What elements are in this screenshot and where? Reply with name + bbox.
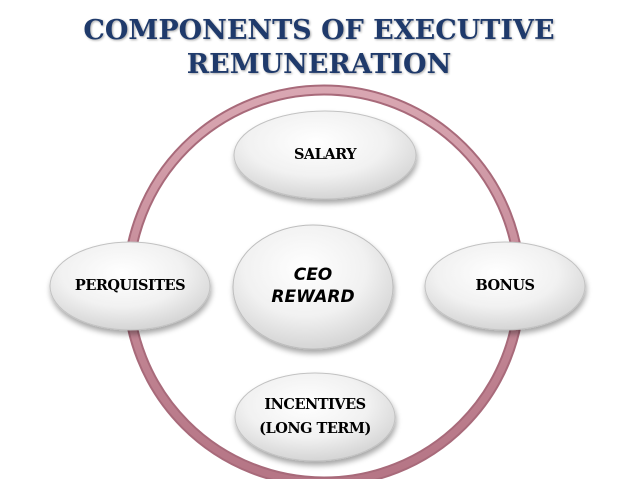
incentives-label-line-2: (LONG TERM) bbox=[259, 420, 371, 437]
incentives-node bbox=[234, 372, 396, 462]
bonus-label: BONUS bbox=[475, 277, 535, 294]
salary-label: SALARY bbox=[293, 146, 357, 163]
center-node bbox=[232, 224, 394, 350]
incentives-label: INCENTIVES (LONG TERM) bbox=[240, 393, 390, 441]
slide-title-line-1: COMPONENTS OF EXECUTIVE bbox=[83, 15, 555, 46]
perquisites-node bbox=[49, 241, 211, 331]
salary-node bbox=[233, 110, 417, 200]
slide-title: COMPONENTS OF EXECUTIVE REMUNERATION bbox=[0, 14, 638, 82]
incentives-label-line-1: INCENTIVES bbox=[264, 396, 366, 413]
slide-title-line-2: REMUNERATION bbox=[186, 49, 452, 80]
bonus-node bbox=[424, 241, 586, 331]
center-label-line-1: CEO bbox=[293, 265, 333, 285]
center-label: CEO REWARD bbox=[240, 264, 386, 308]
perquisites-label: PERQUISITES bbox=[74, 277, 186, 294]
center-label-line-2: REWARD bbox=[271, 287, 355, 307]
